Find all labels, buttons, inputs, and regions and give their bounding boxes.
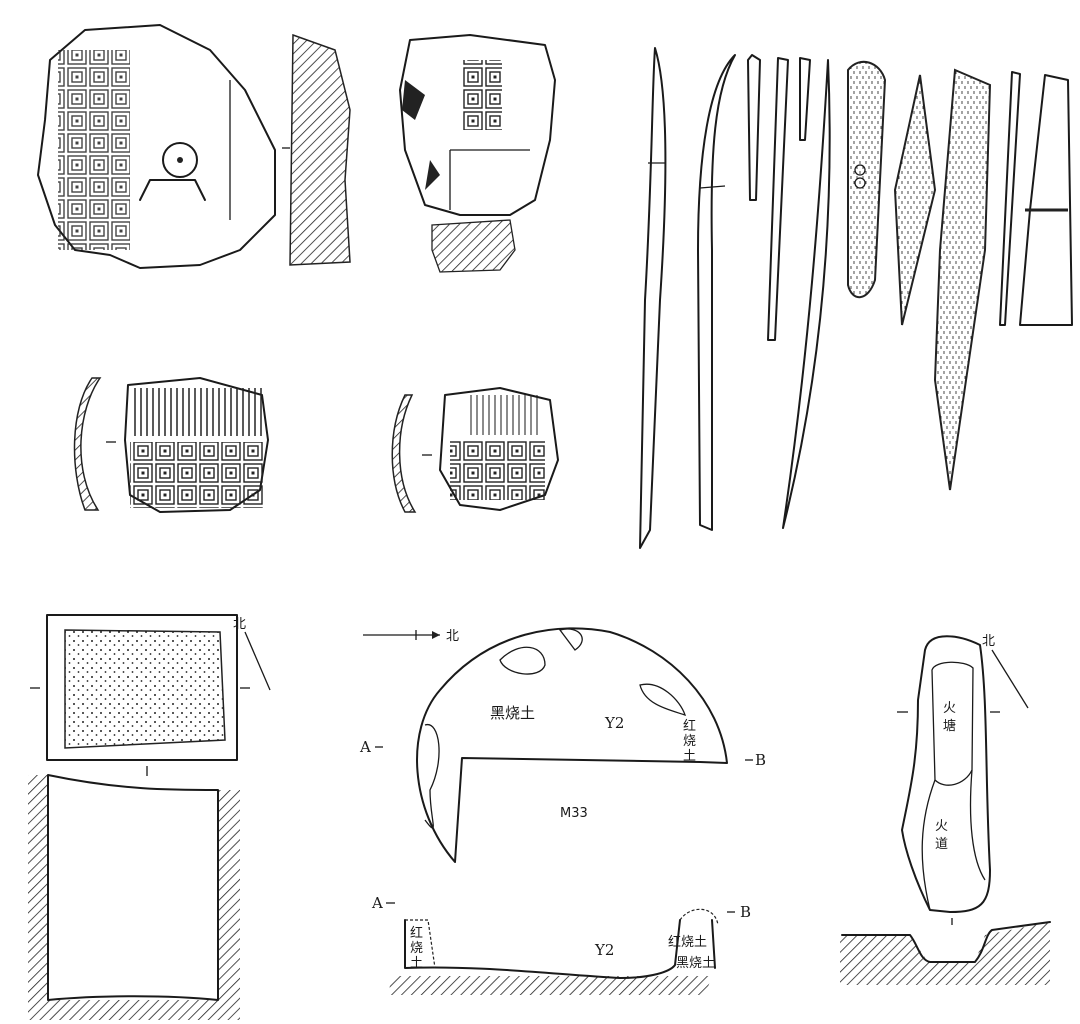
bone-needle-3 [799, 57, 811, 141]
bronze-fragment-2 [399, 34, 556, 273]
fire-pit-char-1: 火 [943, 701, 956, 716]
bronze-fragment-1 [37, 24, 276, 269]
section-red-soil-2: 烧 [410, 941, 423, 956]
bone-knife [697, 54, 736, 531]
red-soil-char-3: 土 [683, 749, 696, 764]
bone-needle-2 [767, 57, 789, 341]
flue-char-2: 道 [935, 837, 948, 852]
bronze-fragment-4 [391, 387, 559, 513]
bone-needle-4 [999, 71, 1021, 326]
pit-section [28, 774, 240, 1020]
pit-north-label: 北 [233, 617, 246, 632]
section-a-label: A [371, 894, 383, 912]
section-kiln-id: Y2 [594, 941, 614, 959]
section-point-b: B [755, 751, 766, 769]
red-soil-char-2: 烧 [683, 734, 696, 749]
kiln-north-label: 北 [446, 629, 459, 644]
ground-hatching [388, 976, 712, 995]
section-point-a: A [359, 738, 371, 756]
kiln-plan: 北 黑烧土 Y2 红 烧 土 A B M33 [359, 627, 766, 863]
tomb-id-label: M33 [560, 806, 588, 821]
bone-awl-1 [639, 47, 667, 549]
hearth-north-label: 北 [982, 634, 995, 649]
bronze-fragment-3 [73, 377, 269, 513]
bone-needle-1 [747, 54, 761, 201]
kiln-black-soil-label: 黑烧土 [490, 704, 535, 722]
bone-awl-2 [782, 59, 831, 529]
bone-tools [639, 47, 1073, 549]
pit-plan: 北 [30, 614, 271, 776]
bone-spear [933, 68, 992, 491]
bone-chisel [1019, 74, 1073, 326]
fragment-1-section [282, 33, 351, 266]
section-b-label: B [740, 903, 751, 921]
section-red-soil-3: 土 [410, 956, 423, 971]
hearth-section [840, 918, 1051, 985]
bone-spatula [847, 60, 887, 299]
section-red-soil-right: 红烧土 [668, 934, 707, 950]
section-red-soil-1: 红 [410, 925, 423, 941]
red-soil-char-1: 红 [683, 718, 696, 734]
hearth-plan: 火 塘 火 道 北 [897, 634, 1029, 913]
kiln-id-label: Y2 [604, 714, 624, 732]
flue-char-1: 火 [935, 819, 948, 834]
kiln-section: A B 红 烧 土 Y2 红烧土 黑烧土 [371, 894, 751, 995]
fire-pit-char-2: 塘 [943, 718, 956, 734]
section-black-soil-right: 黑烧土 [676, 956, 715, 971]
bone-point [893, 74, 937, 326]
